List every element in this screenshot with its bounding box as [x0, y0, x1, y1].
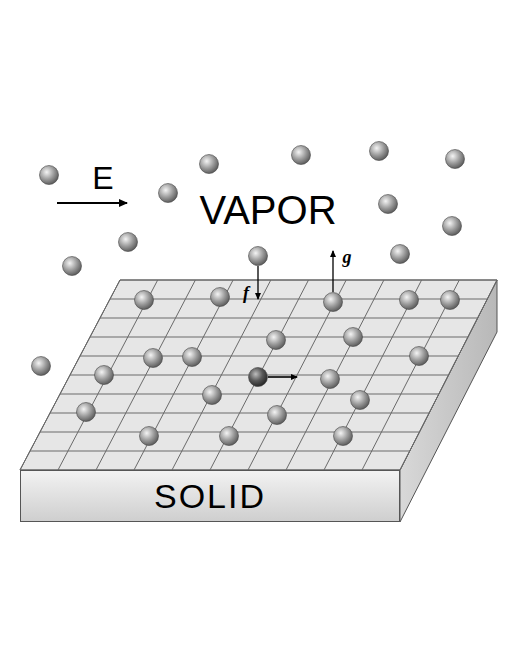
grid-line: [286, 280, 384, 470]
atom: [410, 347, 429, 366]
surface-grid: [20, 280, 497, 470]
atom: [267, 331, 286, 350]
diffusion-arrow: [268, 376, 297, 378]
atom: [379, 195, 398, 214]
atom: [119, 233, 138, 252]
atom: [211, 288, 230, 307]
grid-line: [248, 280, 346, 470]
atom: [220, 427, 239, 446]
atom: [249, 368, 268, 387]
solid-slab: [20, 280, 497, 522]
rate-label: g: [343, 247, 352, 268]
atom: [183, 348, 202, 367]
grid-line: [400, 280, 497, 470]
atom: [351, 391, 370, 410]
atom: [135, 291, 154, 310]
atom: [370, 142, 389, 161]
atom: [324, 293, 343, 312]
atom: [400, 291, 419, 310]
rate-label: f: [243, 283, 249, 304]
atom: [441, 291, 460, 310]
atom: [32, 357, 51, 376]
solid-front-face: SOLID: [20, 470, 400, 522]
atom: [63, 257, 82, 276]
solid-label: SOLID: [154, 477, 266, 516]
grid-line: [210, 280, 309, 470]
atom: [77, 403, 96, 422]
field-arrow: [57, 202, 127, 204]
vapor-label: VAPOR: [199, 188, 336, 233]
atom: [334, 427, 353, 446]
atom: [344, 328, 363, 347]
grid-line: [60, 394, 439, 395]
adsorption-arrow: [257, 266, 258, 299]
atom: [159, 184, 178, 203]
atom: [95, 366, 114, 385]
atom: [144, 349, 163, 368]
desorption-arrow: [332, 251, 333, 292]
atom: [321, 370, 340, 389]
grid-line: [50, 413, 429, 414]
atoms: [32, 142, 465, 446]
atom: [292, 146, 311, 165]
atom: [446, 150, 465, 169]
atom: [203, 386, 222, 405]
atom: [140, 427, 159, 446]
grid-line: [30, 451, 410, 452]
atom: [200, 155, 219, 174]
atom: [268, 406, 287, 425]
atom: [249, 247, 268, 266]
field-label: E: [92, 160, 113, 197]
grid-line: [362, 280, 459, 470]
atom: [443, 217, 462, 236]
atom: [391, 245, 410, 264]
atom: [40, 166, 59, 185]
